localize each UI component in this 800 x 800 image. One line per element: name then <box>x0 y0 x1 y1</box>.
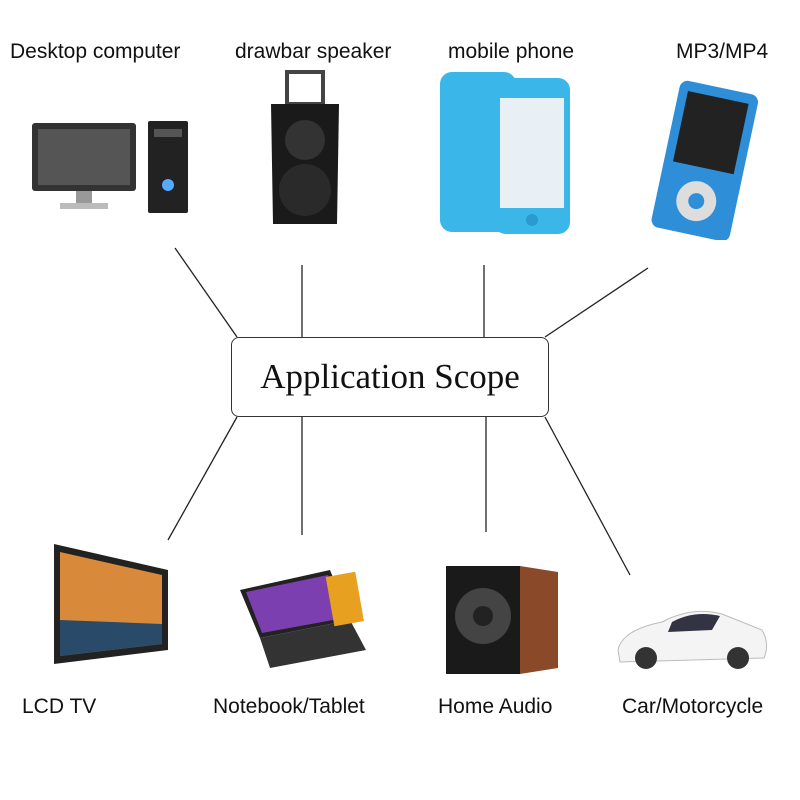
mp3-player-icon <box>651 80 759 240</box>
tv-icon <box>54 544 168 664</box>
application-scope-box: Application Scope <box>231 337 549 417</box>
label-drawbar-speaker: drawbar speaker <box>235 40 392 63</box>
label-lcd-tv: LCD TV <box>22 695 97 718</box>
label-desktop-computer: Desktop computer <box>10 40 181 63</box>
label-mp3-mp4: MP3/MP4 <box>676 40 769 63</box>
label-mobile-phone: mobile phone <box>448 40 575 63</box>
label-car-motorcycle: Car/Motorcycle <box>622 695 764 718</box>
label-home-audio: Home Audio <box>438 695 553 718</box>
label-notebook-tablet: Notebook/Tablet <box>213 695 365 718</box>
phone-icon <box>440 72 570 234</box>
speaker-icon <box>271 70 339 224</box>
home-audio-icon <box>446 566 558 674</box>
desktop-computer-icon <box>32 121 188 213</box>
laptop-icon <box>240 570 366 668</box>
car-icon <box>617 610 768 669</box>
